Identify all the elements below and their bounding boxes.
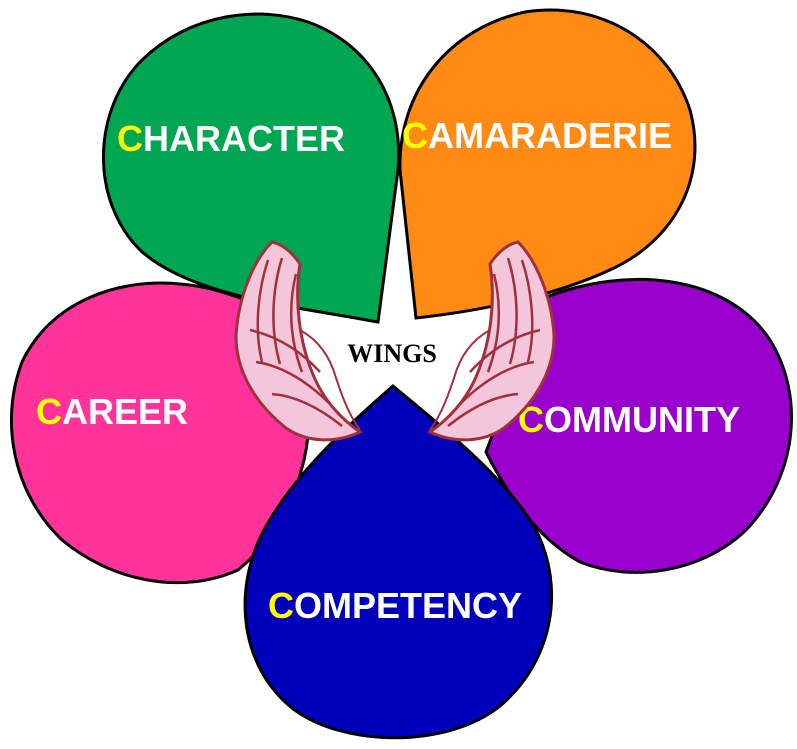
petal-career-label: CAREER (36, 391, 188, 432)
petal-community-shape (484, 277, 794, 574)
petal-camaraderie: CAMARADERIE (398, 8, 697, 320)
wing-left-icon (234, 240, 363, 442)
petal-camaraderie-label: CAMARADERIE (402, 115, 672, 156)
petal-camaraderie-shape (398, 8, 697, 320)
petal-career: CAREER (9, 281, 311, 585)
petal-character: CHARACTER (102, 12, 401, 324)
center-label-wings: WINGS (347, 339, 437, 368)
petal-competency: COMPETENCY (243, 384, 554, 740)
petal-character-label: CHARACTER (117, 118, 345, 159)
petal-competency-label: COMPETENCY (268, 585, 522, 626)
petal-community-label: COMMUNITY (518, 399, 740, 440)
petal-career-shape (9, 281, 311, 585)
petal-competency-shape (243, 384, 554, 740)
petal-community: COMMUNITY (484, 277, 794, 574)
wing-right-icon (427, 240, 556, 442)
